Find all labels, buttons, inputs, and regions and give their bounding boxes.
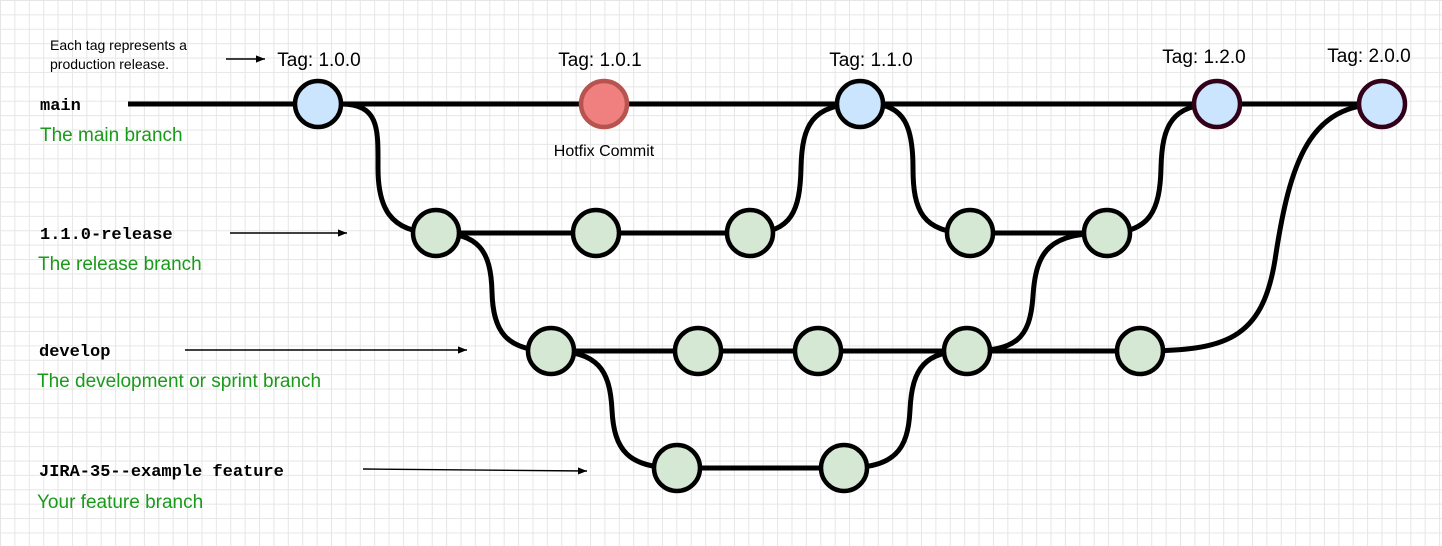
commit-feature-2[interactable]	[818, 442, 870, 494]
commit-release-5[interactable]	[1081, 207, 1133, 259]
branch-desc-main: The main branch	[40, 125, 183, 146]
commit-main-tag-1-0-0[interactable]	[292, 78, 344, 130]
commit-main-tag-2-0-0[interactable]	[1356, 78, 1408, 130]
branch-desc-develop: The development or sprint branch	[37, 371, 321, 392]
branch-name-main: main	[40, 97, 81, 116]
note-line-1: Each tag represents a	[50, 37, 187, 53]
commit-develop-2[interactable]	[672, 325, 724, 377]
commit-develop-1[interactable]	[525, 325, 577, 377]
commit-feature-1[interactable]	[651, 442, 703, 494]
tag-label-1-0-1: Tag: 1.0.1	[558, 50, 641, 71]
connector-feature-to-develop	[843, 348, 968, 471]
branch-desc-release: The release branch	[38, 254, 202, 275]
branch-desc-feature: Your feature branch	[37, 492, 203, 513]
commit-release-4[interactable]	[944, 207, 996, 259]
branch-name-feature: JIRA-35--example feature	[39, 463, 284, 482]
commit-develop-5[interactable]	[1114, 325, 1166, 377]
connector-develop-to-feature	[550, 348, 678, 471]
connector-release-to-main	[749, 101, 861, 236]
connector-develop-to-main	[1139, 101, 1383, 354]
commit-develop-3[interactable]	[792, 325, 844, 377]
commit-release-1[interactable]	[410, 207, 462, 259]
commit-release-3[interactable]	[724, 207, 776, 259]
commit-main-tag-1-2-0[interactable]	[1191, 78, 1243, 130]
connector-main-to-release	[340, 101, 437, 236]
note-line-2: production release.	[50, 56, 169, 72]
connector-develop-to-release	[966, 230, 1108, 354]
tag-label-1-0-0: Tag: 1.0.0	[277, 50, 360, 71]
connector-main-to-release-2	[869, 101, 971, 236]
connector-release-to-develop	[435, 230, 552, 354]
hotfix-commit-label: Hotfix Commit	[554, 143, 655, 160]
commit-develop-4[interactable]	[941, 325, 993, 377]
tag-label-1-1-0: Tag: 1.1.0	[829, 50, 912, 71]
commit-release-2[interactable]	[570, 207, 622, 259]
commit-main-hotfix[interactable]	[578, 78, 630, 130]
commit-main-tag-1-1-0[interactable]	[834, 78, 886, 130]
tag-label-1-2-0: Tag: 1.2.0	[1162, 47, 1245, 68]
connector-release-to-main-2	[1106, 101, 1218, 236]
branch-name-release: 1.1.0-release	[40, 226, 173, 245]
feature-arrow	[362, 467, 588, 475]
tag-label-2-0-0: Tag: 2.0.0	[1327, 46, 1410, 67]
branch-name-develop: develop	[39, 343, 110, 362]
